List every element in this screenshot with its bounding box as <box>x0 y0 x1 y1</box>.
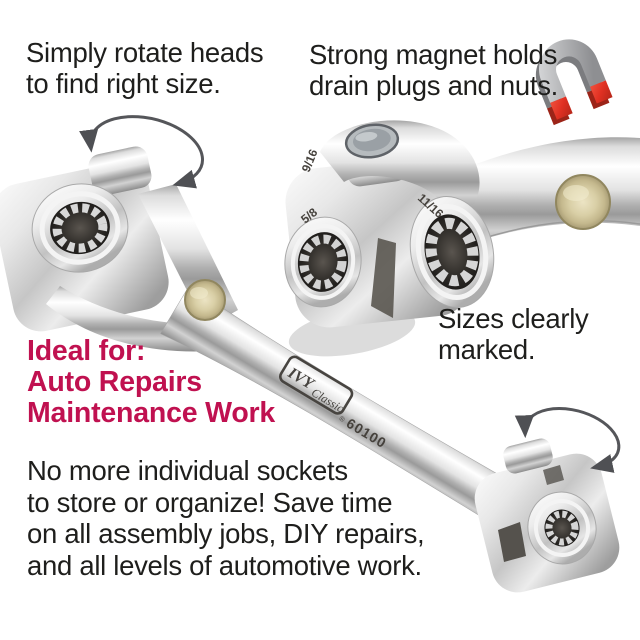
socket-5-8 <box>284 216 362 308</box>
round-magnet-small <box>184 279 226 321</box>
benefits-paragraph: No more individual sockets to store or o… <box>27 455 425 581</box>
wrench-main-handle: IVY Classic ® 60100 <box>160 285 529 533</box>
pivot-magnet-disc <box>344 123 400 159</box>
wrench-end-head <box>474 438 620 593</box>
horseshoe-magnet-icon <box>535 39 613 126</box>
socket-11-16 <box>409 196 495 308</box>
text-line: to store or organize! Save time <box>27 486 393 518</box>
ideal-for-headline: Ideal for: Auto Repairs Maintenance Work <box>27 336 275 429</box>
strong-magnet-note: Strong magnet holds drain plugs and nuts… <box>309 39 558 101</box>
registered-mark: ® <box>338 415 347 425</box>
text-line: to find right size. <box>26 68 221 99</box>
text-line: drain plugs and nuts. <box>309 70 559 101</box>
text-line: Maintenance Work <box>27 397 276 429</box>
handle-highlight <box>449 133 640 174</box>
wrench-closeup-handle <box>442 137 640 254</box>
rotate-heads-note: Simply rotate heads to find right size. <box>26 37 264 99</box>
text-line: Simply rotate heads <box>26 37 264 68</box>
text-line: marked. <box>438 334 536 365</box>
rotation-arrow-icon-right <box>514 407 621 473</box>
text-line: Sizes clearly <box>438 303 589 334</box>
sizes-marked-note: Sizes clearly marked. <box>438 303 589 365</box>
text-line: on all assembly jobs, DIY repairs, <box>27 518 425 549</box>
text-line: Ideal for: <box>27 335 146 367</box>
text-line: No more individual sockets <box>27 455 348 486</box>
text-line: Auto Repairs <box>27 366 202 398</box>
round-magnet-large <box>555 174 611 230</box>
wrench-closeup: 9/16 5/8 11/16 <box>284 120 640 357</box>
text-line: and all levels of automotive work. <box>27 549 422 581</box>
socket-face-front <box>31 183 129 273</box>
rotation-arrow-icon-left <box>79 115 204 189</box>
socket-gap-shadow <box>371 238 396 318</box>
text-line: Strong magnet holds <box>309 39 558 70</box>
